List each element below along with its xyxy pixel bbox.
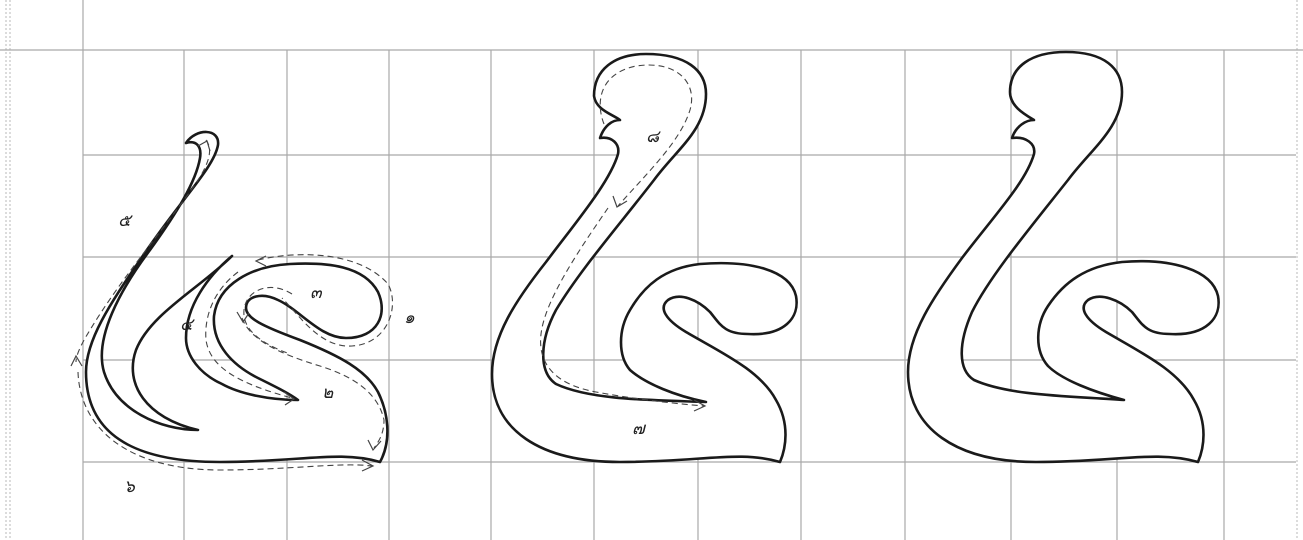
letter-panel-guide: ๑ ๒ ๓ ๔ ๕ ๖ (71, 132, 415, 497)
stroke-number-2: ๒ (322, 383, 334, 403)
stroke-number-1: ๑ (404, 308, 415, 328)
stroke-number-5: ๕ (118, 211, 133, 231)
stroke-number-6: ๖ (124, 477, 136, 497)
stroke-number-4: ๔ (180, 315, 195, 335)
stroke-number-7: ๗ (632, 419, 647, 439)
stroke-number-3: ๓ (310, 283, 323, 303)
perforated-left-edge (6, 0, 10, 540)
letter-outline (492, 54, 797, 462)
letter-panel-two-stroke: ๘ ๗ (492, 54, 797, 462)
letter-outline (86, 132, 387, 462)
stroke-number-8: ๘ (646, 127, 661, 147)
